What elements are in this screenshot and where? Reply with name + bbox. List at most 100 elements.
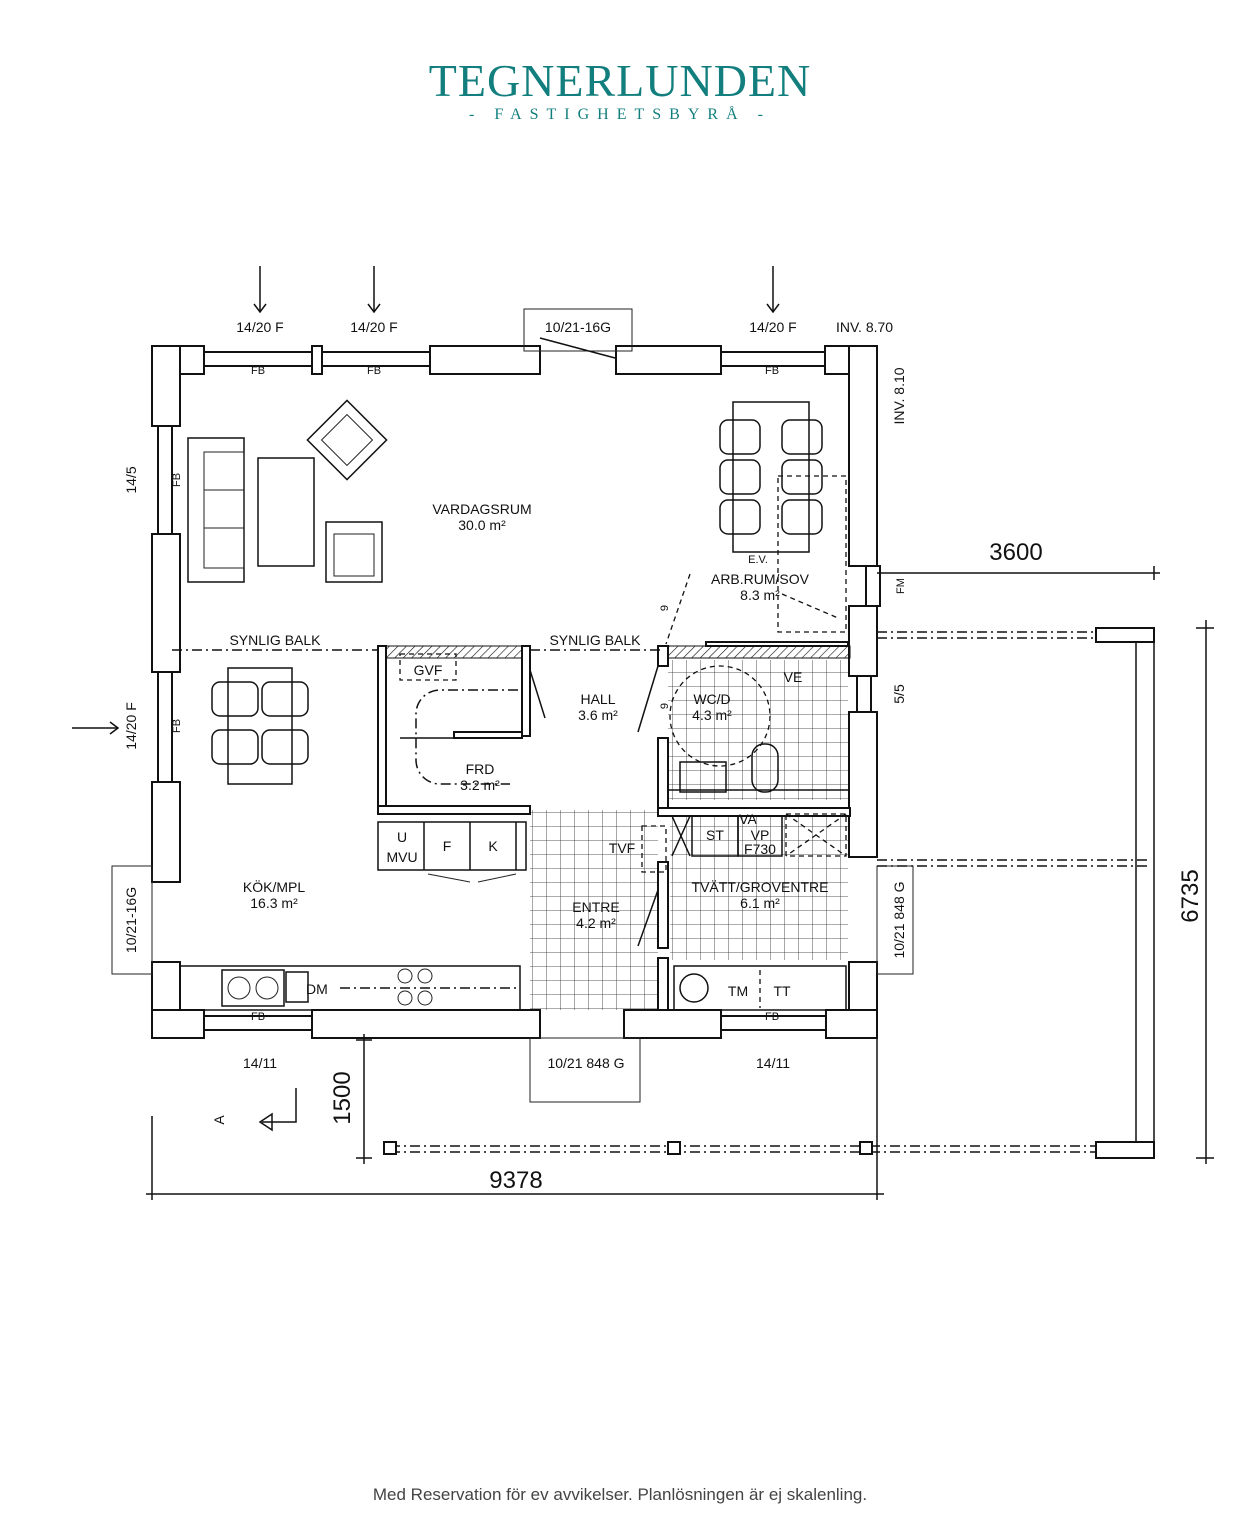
right-door-box bbox=[876, 865, 914, 975]
hall-door bbox=[529, 669, 546, 719]
beam-label: SYNLIG BALK bbox=[229, 632, 321, 648]
vp-label: VP bbox=[751, 827, 770, 843]
va-label: VA bbox=[739, 811, 757, 827]
door-label: 10/21-16G bbox=[123, 887, 139, 953]
entre-tile-floor bbox=[530, 810, 658, 1010]
inv-label: INV. 8.10 bbox=[891, 367, 907, 424]
window-label: 14/20 F bbox=[123, 702, 139, 749]
section-marker: A bbox=[211, 1088, 297, 1132]
wc-turning-circle bbox=[669, 665, 771, 767]
door-label: 10/21 848 G bbox=[547, 1055, 624, 1071]
room-name: FRD bbox=[466, 761, 495, 777]
fb-label: FB bbox=[251, 365, 265, 377]
window-label: 5/5 bbox=[891, 684, 907, 704]
frd-shelf bbox=[453, 731, 523, 739]
room-area: 30.0 m² bbox=[458, 517, 506, 533]
fb-label: FB bbox=[367, 365, 381, 377]
room-labels: VARDAGSRUM 30.0 m² ARB.RUM/SOV 8.3 m² HA… bbox=[243, 501, 829, 931]
fm-box bbox=[865, 565, 881, 607]
dining-set-upper bbox=[719, 401, 823, 553]
door-label: 10/21 848 G bbox=[891, 881, 907, 958]
dimension-label: 6735 bbox=[1177, 869, 1204, 922]
kitchen-cabinets bbox=[377, 821, 527, 883]
armchair bbox=[325, 521, 383, 583]
floor-plan: FB FB FB FB FB FB FB SYNLIG BALK SYNLIG … bbox=[72, 266, 1214, 1200]
nine-label: 9 bbox=[659, 703, 671, 709]
dining-set-lower bbox=[211, 667, 309, 785]
laundry-fixtures bbox=[671, 813, 847, 1011]
tt-label: TT bbox=[773, 983, 791, 999]
dimension-label: 1500 bbox=[329, 1071, 356, 1124]
svg-text:A: A bbox=[211, 1115, 227, 1125]
fb-label: FB bbox=[171, 473, 183, 487]
mvu-label: MVU bbox=[386, 849, 417, 865]
tm-label: TM bbox=[728, 983, 748, 999]
top-door-swing bbox=[539, 337, 616, 359]
opening-labels: 14/20 F 14/20 F 14/20 F 10/21-16G INV. 8… bbox=[72, 266, 907, 1071]
logo-name: TEGNERLUNDEN bbox=[428, 55, 812, 106]
room-name: TVÄTT/GROVENTRE bbox=[692, 879, 829, 895]
left-door-box bbox=[111, 865, 153, 975]
coffee-table bbox=[257, 457, 315, 567]
top-door-box bbox=[523, 308, 633, 352]
door-label: 10/21-16G bbox=[545, 319, 611, 335]
ve-label: VE bbox=[784, 669, 803, 685]
window-label: 14/20 F bbox=[350, 319, 397, 335]
logo: TEGNERLUNDEN - FASTIGHETSBYRÅ - bbox=[0, 58, 1240, 124]
room-name: ENTRE bbox=[572, 899, 619, 915]
logo-tagline: - FASTIGHETSBYRÅ - bbox=[469, 106, 771, 123]
laundry-tile-floor bbox=[670, 810, 848, 960]
toilet bbox=[751, 743, 779, 793]
fb-label: FB bbox=[171, 719, 183, 733]
gvf-label: GVF bbox=[414, 662, 443, 678]
outer-walls bbox=[151, 345, 878, 1039]
fb-label: FB bbox=[765, 365, 779, 377]
dimension-label: 3600 bbox=[989, 539, 1042, 566]
fb-label: FB bbox=[251, 1011, 265, 1023]
beam-label: SYNLIG BALK bbox=[549, 632, 641, 648]
washbasin bbox=[679, 761, 727, 793]
window-label: 14/20 F bbox=[236, 319, 283, 335]
f-label: F bbox=[443, 838, 452, 854]
room-name: VARDAGSRUM bbox=[432, 501, 531, 517]
bed-outline bbox=[777, 475, 847, 633]
windows: FB FB FB FB FB FB FB bbox=[157, 351, 872, 1031]
window-label: 14/20 F bbox=[749, 319, 796, 335]
room-area: 4.2 m² bbox=[576, 915, 616, 931]
armchair bbox=[306, 399, 388, 481]
room-name: WC/D bbox=[693, 691, 730, 707]
dimensions: 3600 6735 9378 1500 bbox=[146, 539, 1214, 1200]
dashed-wall bbox=[665, 573, 691, 645]
fm-label: FM bbox=[895, 578, 907, 594]
dashed-desk bbox=[781, 593, 839, 619]
st-label: ST bbox=[706, 827, 724, 843]
gvf-box bbox=[399, 653, 457, 681]
u-label: U bbox=[397, 829, 407, 845]
dm-label: DM bbox=[306, 981, 328, 997]
room-area: 4.3 m² bbox=[692, 707, 732, 723]
room-area: 3.6 m² bbox=[578, 707, 618, 723]
k-label: K bbox=[488, 838, 498, 854]
f730-label: F730 bbox=[744, 841, 776, 857]
nine-label: 9 bbox=[659, 605, 671, 611]
ev-label: E.V. bbox=[748, 554, 768, 566]
fb-label: FB bbox=[765, 1011, 779, 1023]
bottom-door-box bbox=[529, 1037, 641, 1103]
room-name: HALL bbox=[580, 691, 615, 707]
wc-door bbox=[637, 665, 659, 733]
frd-swing bbox=[415, 689, 518, 785]
window-label: 14/11 bbox=[243, 1055, 277, 1071]
tvf-label: TVF bbox=[609, 840, 635, 856]
window-label: 14/5 bbox=[123, 466, 139, 493]
sofa bbox=[187, 437, 245, 583]
room-area: 8.3 m² bbox=[740, 587, 780, 603]
dimension-label: 9378 bbox=[489, 1167, 542, 1194]
kitchen-counter bbox=[179, 965, 521, 1011]
disclaimer: Med Reservation för ev avvikelser. Planl… bbox=[372, 1485, 868, 1504]
room-area: 6.1 m² bbox=[740, 895, 780, 911]
room-area: 16.3 m² bbox=[250, 895, 298, 911]
window-label: 14/11 bbox=[756, 1055, 790, 1071]
room-area: 3.2 m² bbox=[460, 777, 500, 793]
laundry-door bbox=[637, 889, 659, 947]
wc-tile-floor bbox=[668, 660, 848, 800]
